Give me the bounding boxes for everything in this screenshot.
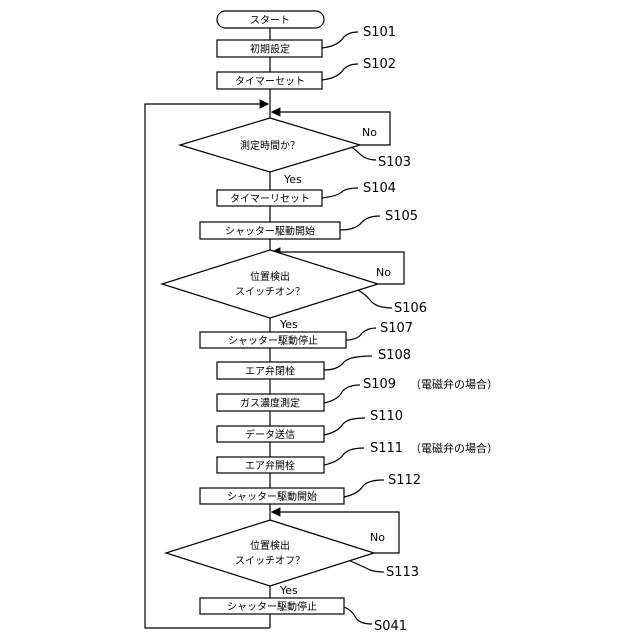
s107-label: S107 [380, 321, 413, 336]
s113-yes: Yes [279, 584, 298, 597]
step-s109: ガス濃度測定 S109 （電磁弁の場合） [217, 377, 498, 411]
s101-text: 初期設定 [250, 43, 290, 56]
decision-s106: 位置検出 スイッチオン？ No Yes S106 [162, 250, 427, 331]
s105-label: S105 [385, 209, 418, 224]
s106-label: S106 [394, 301, 427, 316]
s109-label: S109 [363, 377, 396, 392]
s112-text: シャッター駆動開始 [227, 490, 317, 503]
s110-label: S110 [370, 409, 403, 424]
s111-note: （電磁弁の場合） [410, 441, 498, 455]
s103-yes: Yes [283, 173, 302, 186]
step-s107: シャッター駆動停止 S107 [200, 321, 413, 348]
s108-text: エア弁閉栓 [245, 365, 295, 378]
step-s110: データ送信 S110 [217, 409, 403, 442]
s107-text: シャッター駆動停止 [228, 334, 318, 347]
s109-text: ガス濃度測定 [240, 397, 300, 410]
step-s111: エア弁開栓 S111 （電磁弁の場合） [217, 441, 498, 473]
s104-label: S104 [363, 181, 396, 196]
s106-yes: Yes [279, 318, 298, 331]
start-terminal: スタート [217, 11, 324, 28]
decision-s103: 測定時間か？ No Yes S103 [180, 118, 411, 186]
step-s108: エア弁閉栓 S108 [217, 348, 411, 379]
s101-label: S101 [363, 25, 396, 40]
s111-text: エア弁開栓 [245, 459, 295, 472]
s113-label: S113 [386, 565, 419, 580]
step-s112: シャッター駆動開始 S112 [200, 473, 421, 504]
s104-text: タイマーリセット [230, 193, 310, 205]
start-text: スタート [250, 15, 290, 27]
s102-text: タイマーセット [235, 76, 305, 88]
step-s104: タイマーリセット S104 [217, 181, 396, 206]
s113-no: No [370, 531, 385, 544]
s103-label: S103 [378, 155, 411, 170]
decision-s113: 位置検出 スイッチオフ？ No Yes S113 [166, 520, 419, 597]
step-s105: シャッター駆動開始 S105 [200, 209, 418, 239]
s106-text-line1: 位置検出 [250, 270, 290, 283]
s112-label: S112 [388, 473, 421, 488]
s111-label: S111 [370, 441, 403, 456]
s041-text: シャッター駆動停止 [227, 600, 317, 613]
s110-text: データ送信 [245, 428, 295, 441]
step-s101: 初期設定 S101 [217, 25, 396, 57]
s113-text-line1: 位置検出 [250, 539, 290, 552]
s108-label: S108 [378, 348, 411, 363]
s109-note: （電磁弁の場合） [410, 377, 498, 391]
s106-no: No [376, 266, 391, 279]
s105-text: シャッター駆動開始 [225, 225, 315, 238]
s106-text-line2: スイッチオン？ [235, 286, 305, 298]
step-s102: タイマーセット S102 [217, 57, 396, 89]
s103-text: 測定時間か？ [240, 139, 300, 152]
s102-label: S102 [363, 57, 396, 72]
s113-text-line2: スイッチオフ？ [235, 555, 305, 567]
s103-no: No [362, 126, 377, 139]
s041-label: S041 [374, 619, 407, 634]
